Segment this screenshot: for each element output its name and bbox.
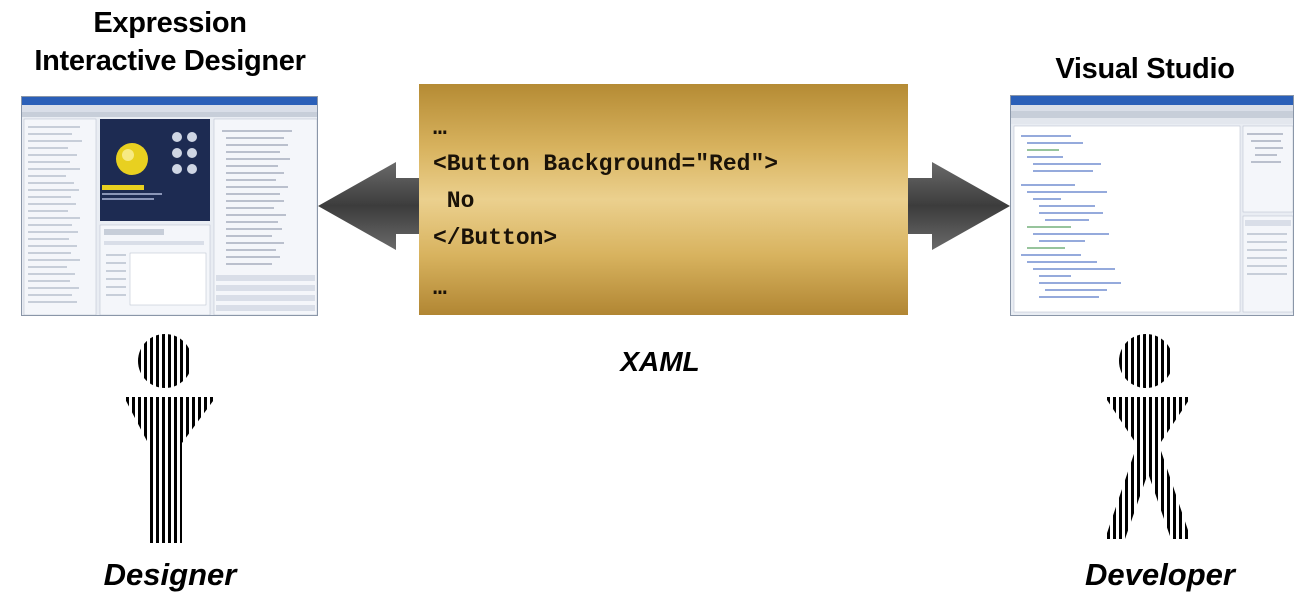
- designer-tool-title-line2: Interactive Designer: [34, 45, 306, 77]
- expression-designer-screenshot: [21, 96, 318, 316]
- designer-figure-icon: [124, 334, 216, 543]
- xaml-caption: XAML: [620, 346, 700, 377]
- developer-figure-icon: [1105, 334, 1191, 539]
- left-arrow-icon: [318, 162, 422, 250]
- code-line: <Button Background="Red">: [433, 151, 779, 177]
- visual-studio-screenshot-image: [1011, 96, 1293, 313]
- developer-tool-title: Visual Studio: [1055, 53, 1235, 85]
- designer-tool-title: Expression Interactive Designer: [0, 4, 340, 80]
- code-line: </Button>: [433, 225, 558, 251]
- code-line: No: [433, 188, 475, 214]
- right-arrow-icon: [906, 162, 1010, 250]
- expression-designer-screenshot-image: [22, 97, 317, 315]
- visual-studio-screenshot: [1010, 95, 1294, 316]
- designer-label: Designer: [103, 557, 237, 592]
- designer-tool-title-line1: Expression: [93, 7, 247, 39]
- xaml-code-box: … <Button Background="Red"> No </Button>…: [419, 84, 908, 315]
- code-line: …: [433, 115, 447, 141]
- code-line: …: [433, 275, 447, 301]
- developer-label: Developer: [1085, 557, 1235, 592]
